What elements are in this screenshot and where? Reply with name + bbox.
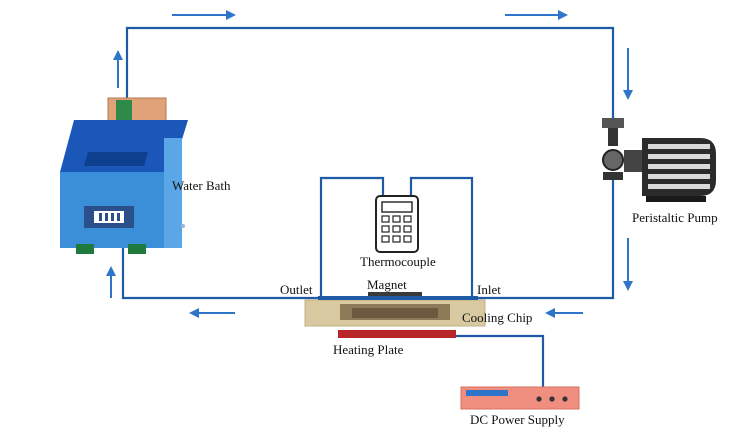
thermocouple-right-lead	[409, 176, 474, 300]
pipe-loop	[121, 26, 615, 388]
heating-plate	[338, 330, 456, 338]
flow-arrow-icon	[545, 308, 583, 318]
magnet-label: Magnet	[367, 277, 407, 292]
cooling-chip-label: Cooling Chip	[462, 310, 532, 325]
return-pipe	[121, 248, 318, 300]
top-pipe	[125, 26, 615, 122]
dc-power-supply-label: DC Power Supply	[470, 412, 565, 427]
cooling-chip-assembly	[304, 292, 486, 338]
supply-pipe	[476, 178, 615, 300]
flow-arrow-icon	[113, 50, 123, 88]
flow-arrow-icon	[189, 308, 235, 318]
thermocouple-label: Thermocouple	[360, 254, 436, 269]
thermocouple-left-lead	[319, 176, 385, 300]
outlet-label: Outlet	[280, 282, 313, 297]
flow-arrow-icon	[623, 238, 633, 291]
flow-arrow-icon	[172, 10, 236, 20]
peristaltic-pump-icon	[602, 118, 716, 202]
flow-arrow-icon	[106, 266, 116, 298]
flow-arrow-icon	[623, 48, 633, 100]
water-bath-icon	[60, 97, 188, 254]
flow-arrows	[106, 10, 633, 318]
water-bath-label: Water Bath	[172, 178, 231, 193]
power-cable	[452, 334, 545, 388]
power-supply-icon	[460, 386, 580, 410]
flow-arrow-icon	[505, 10, 568, 20]
peristaltic-pump-label: Peristaltic Pump	[632, 210, 718, 225]
thermocouple-meter-icon	[375, 195, 419, 253]
inlet-label: Inlet	[477, 282, 501, 297]
heating-plate-label: Heating Plate	[333, 342, 404, 357]
